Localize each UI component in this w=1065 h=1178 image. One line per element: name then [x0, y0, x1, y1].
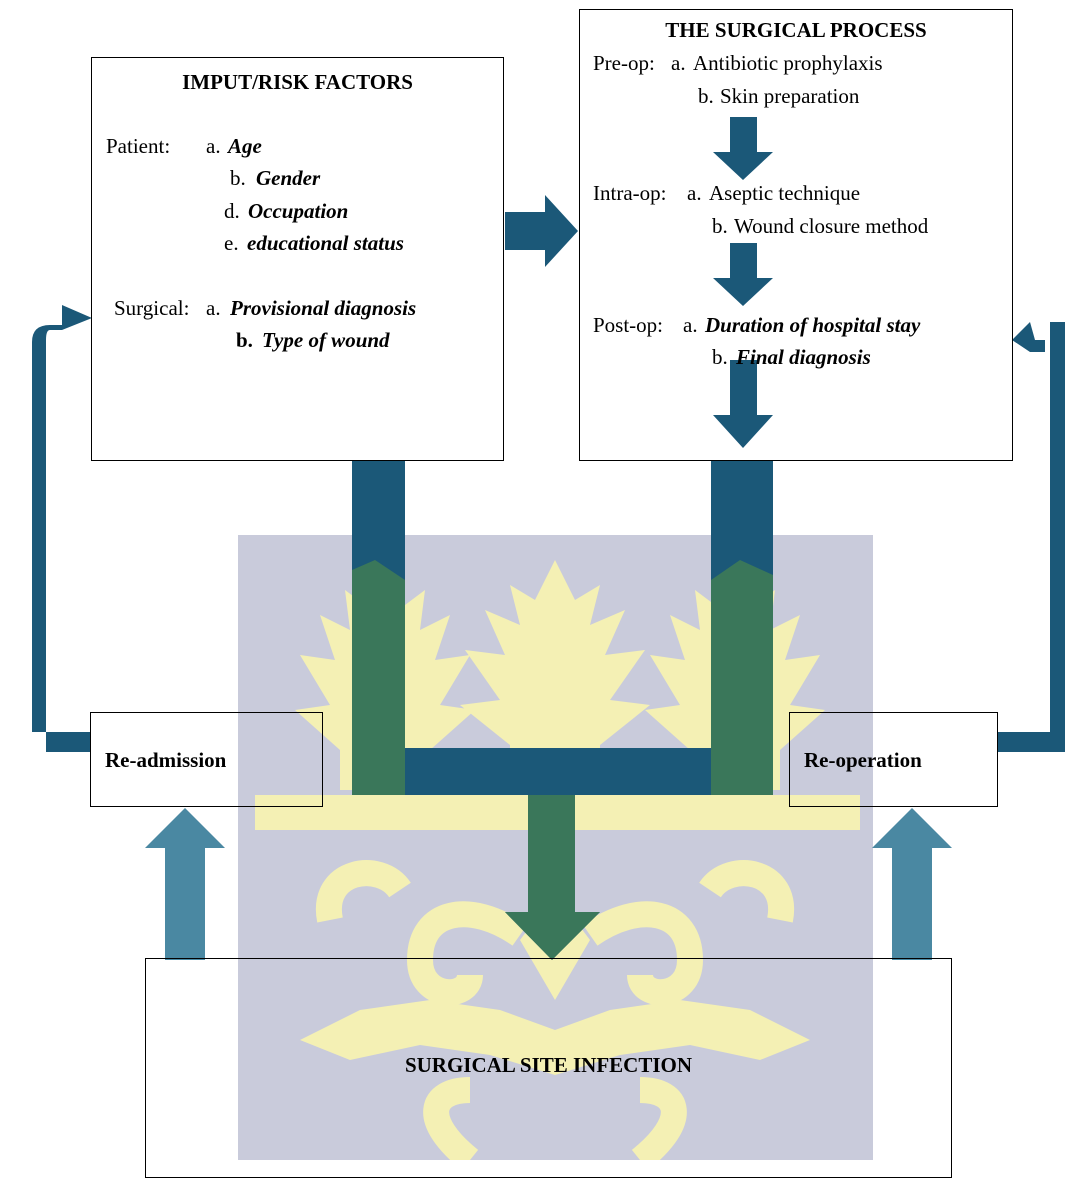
readmission-box: Re-admission [90, 712, 323, 807]
loop-readmission [32, 305, 92, 752]
arrow-preop-to-intraop [713, 117, 773, 180]
reoperation-label: Re-operation [804, 748, 922, 772]
loop-reoperation [998, 322, 1065, 752]
surgical-label: Surgical: [114, 296, 190, 320]
input-risk-factors-box: IMPUT/RISK FACTORS Patient: a. Age b. Ge… [91, 57, 504, 461]
ssi-label: SURGICAL SITE INFECTION [404, 1053, 693, 1077]
reoperation-box: Re-operation [789, 712, 998, 807]
surgical-site-infection-box: SURGICAL SITE INFECTION [145, 958, 952, 1178]
input-box-title: IMPUT/RISK FACTORS [182, 70, 413, 94]
arrow-intraop-to-postop [713, 243, 773, 306]
postop-label: Post-op: [593, 313, 664, 337]
preop-label: Pre-op: [593, 51, 655, 75]
patient-label: Patient: [106, 134, 171, 158]
intraop-label: Intra-op: [593, 181, 667, 205]
readmission-label: Re-admission [105, 748, 227, 772]
arrow-ssi-to-reoperation [872, 808, 952, 960]
arrow-ssi-to-readmission [145, 808, 225, 960]
process-box-title: THE SURGICAL PROCESS [665, 18, 927, 42]
surgical-process-box: THE SURGICAL PROCESS Pre-op: a. Antibiot… [579, 9, 1013, 461]
arrow-input-to-process [505, 195, 578, 267]
arrow-postop-to-bottom [713, 360, 773, 448]
